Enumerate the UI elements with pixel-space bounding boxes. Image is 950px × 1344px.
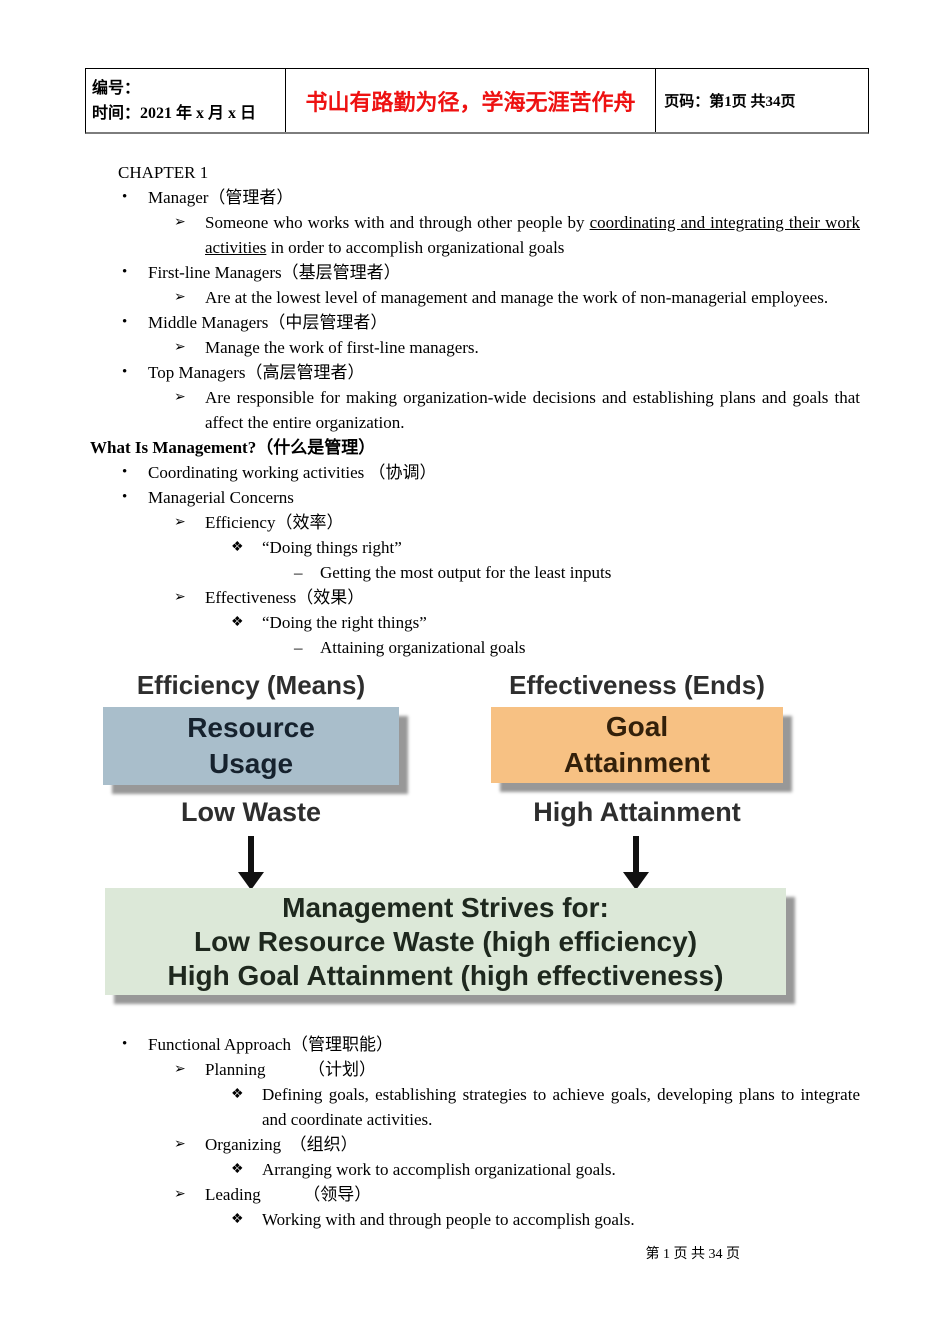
chapter-heading: CHAPTER 1: [118, 163, 209, 182]
list-item: ❖“Doing things right”: [90, 535, 860, 560]
list-item: •Managerial Concerns: [90, 485, 860, 510]
low-waste-label: Low Waste: [180, 797, 321, 827]
bullet-arrow-icon: ➢: [174, 1062, 186, 1077]
list-item: ❖“Doing the right things”: [90, 610, 860, 635]
header-number-date-cell: 编号： 时间：2021 年 x 月 x 日: [86, 69, 286, 132]
bullet-dot-icon: •: [122, 364, 128, 380]
bullet-arrow-icon: ➢: [174, 290, 186, 305]
efficiency-heading: Efficiency (Means): [136, 670, 366, 700]
outline-top: CHAPTER 1 •Manager（管理者） ➢Someone who wor…: [90, 160, 860, 660]
bullet-arrow-icon: ➢: [174, 340, 186, 355]
list-item: •Top Managers（高层管理者）: [90, 360, 860, 385]
bullet-arrow-icon: ➢: [174, 1187, 186, 1202]
bullet-dot-icon: •: [122, 489, 128, 505]
underlined-phrase: coordinating and integrating their work …: [205, 213, 861, 257]
bullet-arrow-icon: ➢: [174, 590, 186, 605]
header-page-cell: 页码：第1页 共34页: [656, 69, 868, 132]
list-item: ➢Manage the work of first-line managers.: [90, 335, 860, 360]
outline-bottom: •Functional Approach（管理职能） ➢Planning （计划…: [90, 1032, 860, 1232]
bullet-diamond-icon: ❖: [231, 1212, 244, 1227]
down-arrow-icon: [633, 836, 639, 874]
bullet-dash-icon: –: [294, 638, 303, 657]
list-item: ❖Defining goals, establishing strategies…: [90, 1082, 860, 1132]
bullet-diamond-icon: ❖: [231, 1087, 244, 1102]
list-item: •First-line Managers（基层管理者）: [90, 260, 860, 285]
header-motto-cell: 书山有路勤为径，学海无涯苦作舟: [286, 69, 657, 132]
bullet-dot-icon: •: [122, 314, 128, 330]
high-attainment-label: High Attainment: [533, 797, 741, 827]
down-arrow-icon: [623, 872, 649, 890]
resource-usage-box: Resource Usage: [103, 707, 399, 785]
list-item: •Middle Managers（中层管理者）: [90, 310, 860, 335]
list-item: •Functional Approach（管理职能）: [90, 1032, 860, 1057]
section-heading: What Is Management?（什么是管理）: [90, 438, 376, 457]
list-item: ➢Effectiveness（效果）: [90, 585, 860, 610]
bullet-arrow-icon: ➢: [174, 515, 186, 530]
bullet-arrow-icon: ➢: [174, 390, 186, 405]
effectiveness-heading: Effectiveness (Ends): [509, 670, 765, 700]
bullet-arrow-icon: ➢: [174, 215, 186, 230]
list-item: •Coordinating working activities （协调）: [90, 460, 860, 485]
down-arrow-icon: [238, 872, 264, 890]
page-footer: 第 1 页 共 34 页: [645, 1247, 741, 1262]
bullet-dot-icon: •: [122, 189, 128, 205]
list-item: –Attaining organizational goals: [90, 635, 860, 660]
bullet-diamond-icon: ❖: [231, 540, 244, 555]
list-item: ➢Planning （计划）: [90, 1057, 860, 1082]
list-item: •Manager（管理者）: [90, 185, 860, 210]
motto-text: 书山有路勤为径，学海无涯苦作舟: [305, 89, 636, 115]
bullet-dot-icon: •: [122, 264, 128, 280]
list-item: –Getting the most output for the least i…: [90, 560, 860, 585]
bullet-diamond-icon: ❖: [231, 1162, 244, 1177]
date-label: 时间：2021 年 x 月 x 日: [92, 105, 257, 122]
page-label: 页码：第1页 共34页: [664, 94, 796, 110]
bullet-dot-icon: •: [122, 1036, 128, 1052]
management-strives-box: Management Strives for: Low Resource Was…: [105, 888, 786, 995]
list-item: ➢Are at the lowest level of management a…: [90, 285, 860, 310]
header-table: 编号： 时间：2021 年 x 月 x 日 书山有路勤为径，学海无涯苦作舟 页码…: [85, 68, 869, 134]
goal-attainment-box: Goal Attainment: [491, 707, 783, 783]
list-item: ❖Arranging work to accomplish organizati…: [90, 1157, 860, 1182]
number-label: 编号：: [92, 80, 141, 97]
bullet-diamond-icon: ❖: [231, 615, 244, 630]
down-arrow-icon: [248, 836, 254, 874]
list-item: ❖Working with and through people to acco…: [90, 1207, 860, 1232]
bullet-arrow-icon: ➢: [174, 1137, 186, 1152]
bullet-dash-icon: –: [294, 563, 303, 582]
list-item: ➢Someone who works with and through othe…: [90, 210, 860, 260]
list-item: ➢Organizing （组织）: [90, 1132, 860, 1157]
list-item: ➢Efficiency（效率）: [90, 510, 860, 535]
list-item: ➢Leading （领导）: [90, 1182, 860, 1207]
list-item: ➢Are responsible for making organization…: [90, 385, 860, 435]
bullet-dot-icon: •: [122, 464, 128, 480]
